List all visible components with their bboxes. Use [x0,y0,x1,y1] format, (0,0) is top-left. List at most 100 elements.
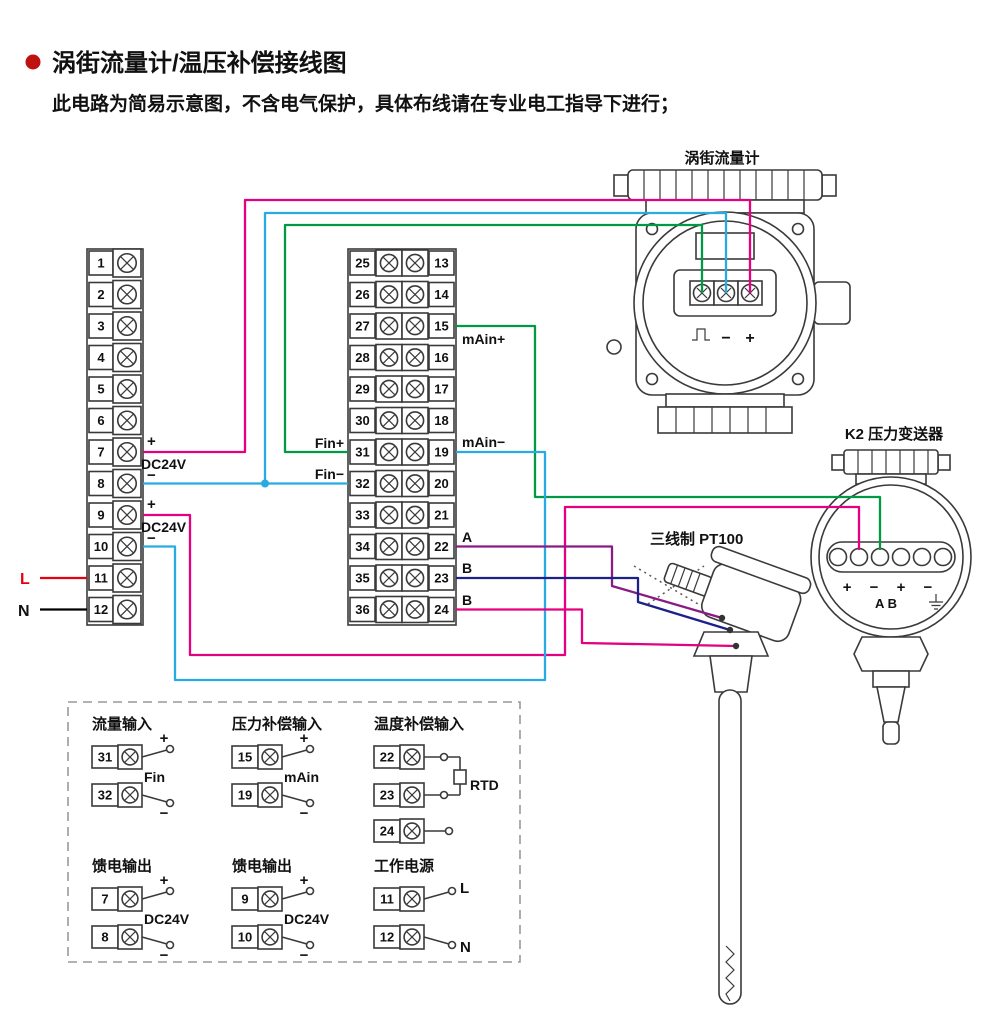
rtd-a-label: A [462,529,472,545]
main-plus-label: mAin+ [462,331,505,347]
header: 涡街流量计/温压补偿接线图 此电路为简易示意图，不含电气保护，具体布线请在专业电… [25,49,679,115]
legend-section-title: 馈电输出 [91,857,152,875]
terminal-number-box [349,281,376,308]
flowmeter-bracket-top [665,393,785,408]
main-minus-label: mAin− [462,434,505,450]
terminal-number-box [349,533,376,560]
gland-ribs [670,564,701,593]
middle-block-outline [347,248,457,626]
wire-stub [141,891,168,900]
wire-stub [141,794,168,803]
wire-end-circle [305,886,315,896]
screw-terminal-icon [117,744,143,770]
terminal-number: 19 [434,445,448,460]
screw-terminal-icon [117,886,143,912]
screw-terminal-icon [112,405,142,436]
terminal-number: 24 [380,824,395,839]
terminal-number: 28 [355,350,369,365]
signal-name-label: Fin [144,769,165,785]
terminal-number: 1 [97,256,104,271]
terminal-number-box [88,376,114,402]
terminal-number: 22 [434,539,448,554]
terminal-number: 18 [434,413,448,428]
transmitter-flange [872,670,910,688]
terminal-number: 8 [97,476,104,491]
terminal-number-box [88,565,114,591]
bolt-icon [606,339,622,355]
cap-fin-lines [857,450,929,474]
screw-terminal-icon [375,280,403,309]
bullet-icon [25,54,41,70]
neutral-n-label: N [18,603,30,620]
middle-block-labels: Fin+ Fin− mAin+ mAin− A B B [315,331,505,608]
terminal-number: 26 [355,287,369,302]
wire-stub [423,936,450,945]
terminal-number-box [88,470,114,497]
terminal-number: 7 [101,892,108,907]
terminal-number: 25 [355,256,369,271]
terminal-number-box [349,376,376,402]
fin-plus-label: Fin+ [315,435,344,451]
rtd-label: RTD [470,777,499,793]
terminal-number: 9 [241,892,248,907]
bolt-icon [791,222,805,236]
wire-dc24v1-plus-to-flowmeter [143,198,752,454]
rtd-probe-device: 三线制 PT100 [633,530,812,1005]
terminal-number: 24 [434,602,449,617]
screw-terminal-icon [112,342,142,373]
terminal-number: 31 [355,445,369,460]
screw-terminal-icon [375,501,403,529]
polarity-label: − [160,947,169,964]
terminal-number-box [349,250,376,276]
legend-section-title: 温度补偿输入 [374,715,464,733]
screw-terminal-icon [257,744,283,770]
legend-section-title: 工作电源 [374,857,434,875]
wire-dc24v1-minus-fin-minus-flowmeter [143,211,728,485]
ground-icon-lines [929,594,943,610]
screw-terminal-icon [112,531,142,562]
terminal-number: 30 [355,413,369,428]
screw-terminal-icon [401,501,429,529]
wire-end-dot [726,626,734,634]
terminal-number-box [349,502,376,528]
terminal-number: 10 [238,930,252,945]
legend-section-title: 流量输入 [92,715,152,733]
leader-dotted-line [633,565,699,605]
flowmeter-top-fins [627,169,823,201]
terminal-number-box [428,565,455,591]
wire-dc24v2-plus-to-transmitter [143,505,861,657]
terminal-number-box [428,439,455,465]
legend-dashed-border [67,701,521,963]
terminal-number: 3 [97,319,104,334]
terminal-screw-icon [912,547,932,567]
terminal-number: 32 [355,476,369,491]
terminal-number: 22 [380,750,394,765]
fin-lines [643,170,805,200]
left-block-labels: + DC24V − + DC24V − L N [18,433,187,620]
terminal-number: 29 [355,382,369,397]
terminal-number-box [349,470,376,497]
screw-terminal-icon [117,782,143,808]
screw-terminal-icon [112,468,142,499]
screw-terminal-icon [401,375,429,403]
terminal-number: 8 [101,930,108,945]
terminal-number-box [349,407,376,434]
feed2-minus-label: − [147,530,156,547]
terminal-number: 21 [434,508,448,523]
transmitter-label: K2 压力变送器 [845,425,944,443]
terminal-number-box [88,407,114,434]
terminal-number-box [349,565,376,591]
rtd-device-label: 三线制 PT100 [650,530,743,548]
signal-name-label: DC24V [144,911,190,927]
rtd-connection-head [663,545,812,643]
screw-terminal-icon [375,343,403,372]
screw-terminal-icon [399,782,425,808]
screw-terminal-icon [401,469,429,498]
wire-rtd-b2 [456,608,737,648]
terminal-number: 35 [355,571,369,586]
bolt-icon [645,372,659,386]
terminal-number: 14 [434,287,449,302]
flowmeter-left-tab [613,174,629,197]
